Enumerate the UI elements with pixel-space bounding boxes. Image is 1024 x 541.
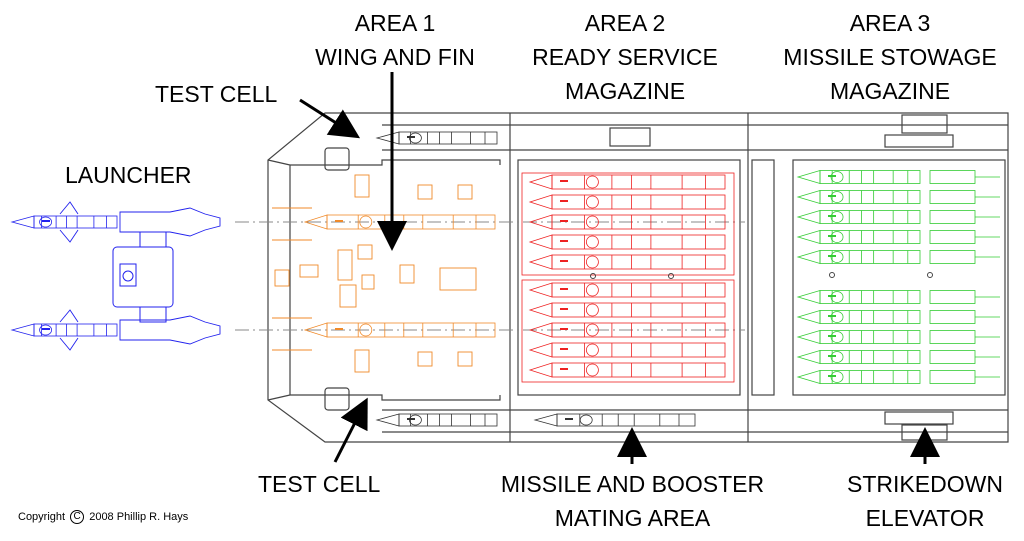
launcher-label: LAUNCHER: [65, 162, 192, 188]
area2-missile: [528, 194, 726, 210]
area3-booster: [929, 250, 1000, 264]
area3-booster: [929, 290, 1000, 304]
area1-equipment: [272, 174, 477, 373]
area1-missile: [303, 322, 496, 338]
area2-label: AREA 2 READY SERVICE MAGAZINE: [515, 6, 735, 108]
copyright: Copyright C 2008 Phillip R. Hays: [18, 510, 188, 524]
area3-pin: [829, 272, 835, 278]
mating-title: MISSILE AND BOOSTER: [500, 471, 765, 497]
area3-subtitle: MISSILE STOWAGE: [783, 44, 997, 70]
area2-rack-top: [521, 172, 735, 276]
area1-label: AREA 1 WING AND FIN: [300, 6, 490, 74]
area3-missile: [796, 369, 921, 385]
area1-title: AREA 1: [354, 10, 436, 36]
area3-missile: [796, 209, 921, 225]
area2-missile: [528, 342, 726, 358]
mating-area-missiles: [375, 131, 696, 427]
area3-missile: [796, 289, 921, 305]
area2-missile: [528, 234, 726, 250]
mating-subtitle: MATING AREA: [554, 505, 711, 531]
area2-missile: [528, 362, 726, 378]
area3-missile: [796, 349, 921, 365]
area3-booster: [929, 210, 1000, 224]
area2-missile: [528, 254, 726, 270]
strikedown-subtitle: ELEVATOR: [865, 505, 985, 531]
area3-booster: [929, 310, 1000, 324]
copyright-symbol-icon: C: [70, 510, 85, 524]
arrow-test-cell-bottom: [333, 397, 368, 463]
launcher-drawing: [10, 201, 221, 351]
mating-area-label: MISSILE AND BOOSTER MATING AREA: [485, 467, 780, 535]
area3-missile: [796, 249, 921, 265]
mating-missile-main: [533, 413, 696, 427]
area2-title: AREA 2: [584, 10, 666, 36]
area1-subtitle: WING AND FIN: [315, 44, 475, 70]
leader-arrows: [299, 72, 940, 464]
area3-booster: [929, 370, 1000, 384]
area3-booster: [929, 230, 1000, 244]
area2-missile: [528, 214, 726, 230]
area3-booster: [929, 190, 1000, 204]
copyright-text: 2008 Phillip R. Hays: [89, 510, 189, 523]
magazine-structure: [267, 112, 1009, 443]
mating-missile-top: [375, 131, 498, 145]
area2-subtitle: READY SERVICE: [532, 44, 718, 70]
area2-missile: [528, 322, 726, 338]
area3-label: AREA 3 MISSILE STOWAGE MAGAZINE: [765, 6, 1015, 108]
copyright-prefix: Copyright: [18, 510, 66, 523]
area3-missile-stowage-magazine: [796, 169, 1000, 385]
area3-missile: [796, 229, 921, 245]
arrow-test-cell-top: [299, 98, 361, 139]
area3-pin: [927, 272, 933, 278]
area2-subtitle2: MAGAZINE: [564, 78, 686, 104]
area2-pin: [590, 273, 596, 279]
launcher-base: [112, 231, 174, 323]
area2-rack-bottom: [521, 279, 735, 383]
area3-booster: [929, 350, 1000, 364]
area2-missile: [528, 302, 726, 318]
launcher-rail-arm: [59, 309, 221, 351]
area3-booster: [929, 170, 1000, 184]
strikedown-title: STRIKEDOWN: [847, 471, 1003, 497]
area3-missile: [796, 169, 921, 185]
mating-missile-bottom: [375, 413, 498, 427]
strikedown-label: STRIKEDOWN ELEVATOR: [835, 467, 1015, 535]
area3-title: AREA 3: [849, 10, 931, 36]
launcher-missile: [10, 323, 118, 337]
centerlines: [235, 221, 745, 331]
area3-missile: [796, 329, 921, 345]
area2-pin: [668, 273, 674, 279]
area3-missile: [796, 309, 921, 325]
area3-booster: [929, 330, 1000, 344]
area2-missile: [528, 282, 726, 298]
test-cell-bottom-label: TEST CELL: [258, 471, 381, 497]
area3-subtitle2: MAGAZINE: [829, 78, 951, 104]
area1-wing-fin-drawing: [272, 174, 496, 373]
area3-missile: [796, 189, 921, 205]
launcher-missile: [10, 215, 118, 229]
test-cell-top-label: TEST CELL: [155, 81, 278, 107]
area2-ready-service-magazine: [521, 172, 735, 383]
area2-missile: [528, 174, 726, 190]
